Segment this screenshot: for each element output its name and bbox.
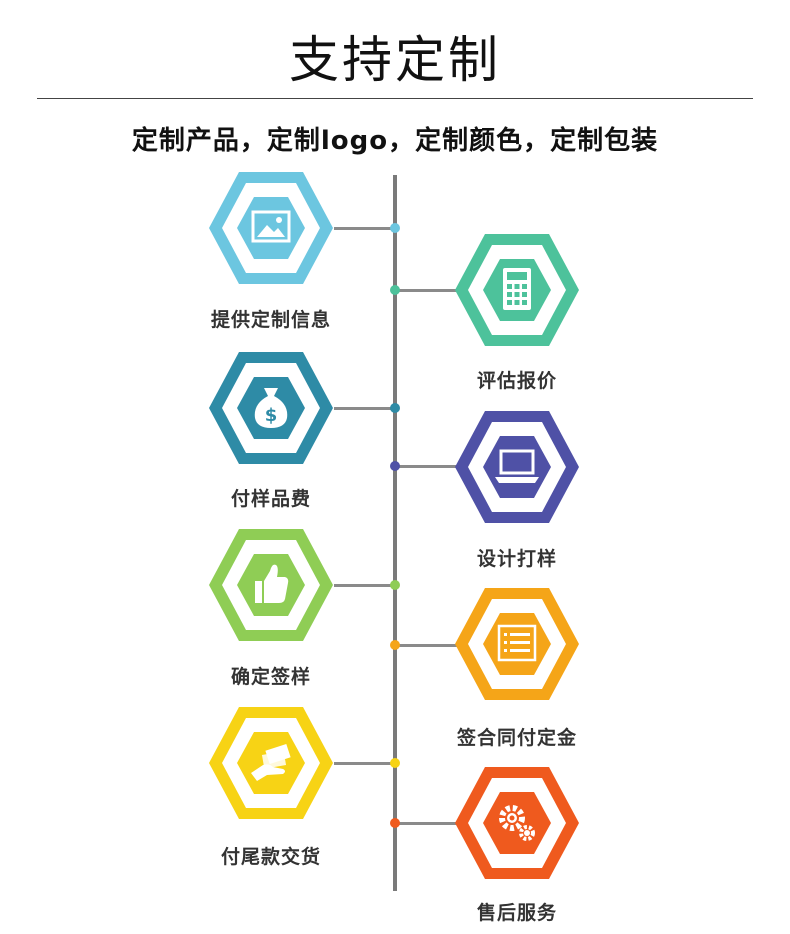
- gears-icon: [499, 805, 535, 841]
- step-5-hexagon: [209, 529, 333, 641]
- document-list-icon: [497, 624, 537, 662]
- step-2-hexagon: [455, 234, 579, 346]
- connector-2: [396, 289, 458, 292]
- step-3-hexagon: $: [209, 352, 333, 464]
- step-8-label: 售后服务: [476, 902, 557, 924]
- timeline-dot-7: [390, 758, 400, 768]
- step-5-label: 确定签样: [230, 666, 311, 688]
- connector-4: [396, 465, 458, 468]
- connector-3: [334, 407, 396, 410]
- step-1-label: 提供定制信息: [210, 309, 331, 331]
- laptop-icon: [495, 449, 539, 483]
- title-divider: [37, 98, 753, 99]
- timeline-dot-4: [390, 461, 400, 471]
- connector-5: [334, 584, 396, 587]
- step-4-label: 设计打样: [476, 548, 557, 570]
- connector-6: [396, 644, 458, 647]
- step-1-hexagon: [209, 172, 333, 284]
- svg-text:$: $: [265, 405, 278, 426]
- step-4-hexagon: [455, 411, 579, 523]
- timeline-dot-5: [390, 580, 400, 590]
- timeline-dot-1: [390, 223, 400, 233]
- timeline-dot-2: [390, 285, 400, 295]
- step-8-hexagon: [455, 767, 579, 879]
- step-2-label: 评估报价: [476, 370, 557, 392]
- connector-8: [396, 822, 458, 825]
- timeline-spine: [393, 175, 397, 891]
- thumbs-up-icon: [255, 564, 289, 603]
- step-7-label: 付尾款交货: [220, 846, 321, 868]
- page-title: 支持定制: [289, 31, 501, 89]
- page-subtitle: 定制产品，定制logo，定制颜色，定制包装: [131, 126, 659, 156]
- money-bag-icon: $: [254, 388, 288, 428]
- step-6-label: 签合同付定金: [456, 727, 577, 749]
- timeline-dot-3: [390, 403, 400, 413]
- hand-money-icon: [251, 743, 291, 781]
- step-7-hexagon: [209, 707, 333, 819]
- connector-7: [334, 762, 396, 765]
- image-icon: [251, 210, 291, 243]
- timeline-dot-8: [390, 818, 400, 828]
- step-6-hexagon: [455, 588, 579, 700]
- connector-1: [334, 227, 396, 230]
- timeline-dot-6: [390, 640, 400, 650]
- step-3-label: 付样品费: [230, 488, 311, 510]
- calculator-icon: [503, 268, 531, 310]
